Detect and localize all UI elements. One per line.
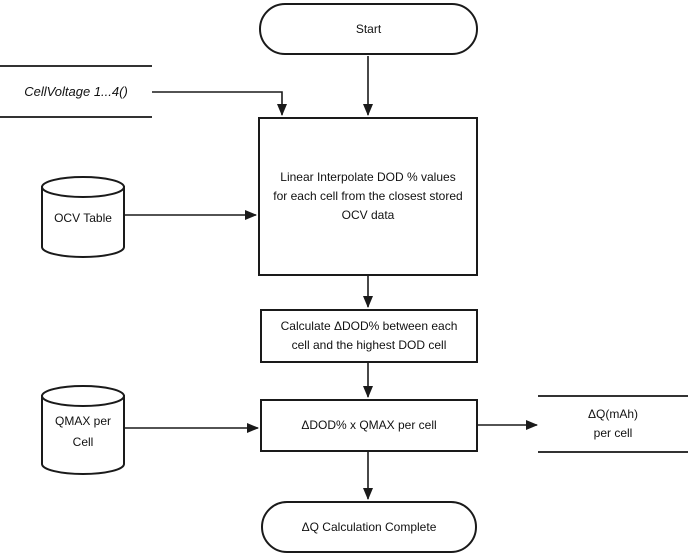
edge-cellvoltage-to-interpolate [152,91,287,116]
qmax-label: QMAX per Cell [54,414,111,449]
multiply-label: ΔDOD% x QMAX per cell [301,418,437,432]
end-node: ΔQ Calculation Complete [261,501,477,553]
interpolate-text: Linear Interpolate DOD % values for each… [273,170,463,222]
start-label: Start [355,21,382,36]
qmax-datastore: QMAX per Cell [40,384,126,476]
cellvoltage-input-label: CellVoltage 1...4() [0,65,152,118]
interpolate-process-box: Linear Interpolate DOD % values for each… [258,117,478,276]
cylinder-shape [41,385,125,475]
ocv-table-datastore: OCV Table [40,175,126,259]
dq-output-label: ΔQ(mAh) per cell [538,395,688,453]
multiply-process-box: ΔDOD% x QMAX per cell [260,399,478,452]
cylinder-shape [41,176,125,258]
start-node: Start [259,3,478,55]
calc-ddod-process-box: Calculate ΔDOD% between each cell and th… [260,309,478,363]
end-label: ΔQ Calculation Complete [301,519,437,534]
calc-ddod-text: Calculate ΔDOD% between each cell and th… [280,319,458,352]
cellvoltage-text: CellVoltage 1...4() [24,84,128,99]
ocv-table-label: OCV Table [54,211,112,225]
